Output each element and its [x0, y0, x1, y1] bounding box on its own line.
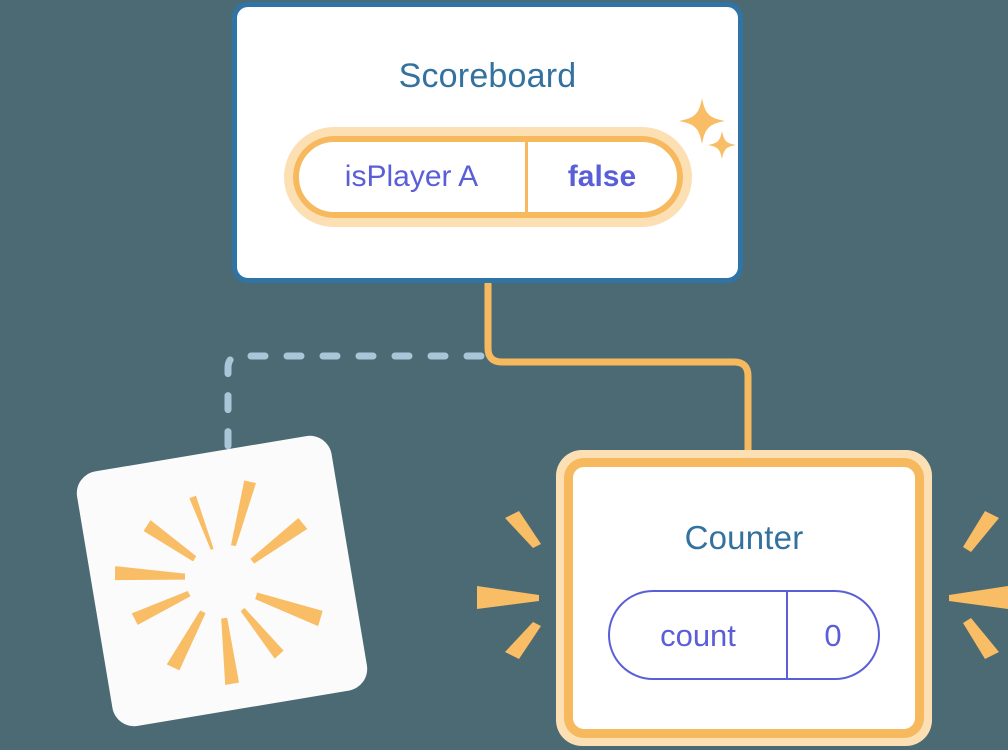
scoreboard-title: Scoreboard — [398, 57, 577, 95]
edge-scoreboard-to-rotated-card — [224, 352, 485, 485]
edge-scoreboard-to-counter — [484, 279, 752, 466]
burst-rays-rotated-card — [115, 480, 323, 685]
scoreboard-state-pill-wrapper: isPlayer A false — [283, 127, 692, 227]
scoreboard-state-value: false — [524, 142, 677, 212]
counter-state-key: count — [660, 617, 736, 653]
counter-title: Counter — [684, 519, 804, 556]
node-card-counter[interactable]: Counter count 0 — [556, 450, 932, 746]
counter-state-pill[interactable]: count 0 — [608, 590, 880, 680]
counter-state-value: 0 — [786, 592, 878, 678]
counter-card-surface: Counter count 0 — [564, 458, 924, 738]
scoreboard-pill-glow: isPlayer A false — [283, 127, 692, 227]
rotated-highlight-card[interactable] — [73, 432, 371, 730]
scoreboard-state-key: isPlayer A — [344, 160, 479, 193]
counter-state-pill-wrapper: count 0 — [608, 590, 880, 680]
scoreboard-state-pill[interactable]: isPlayer A false — [292, 136, 683, 218]
node-card-scoreboard[interactable]: Scoreboard isPlayer A false — [232, 2, 743, 283]
